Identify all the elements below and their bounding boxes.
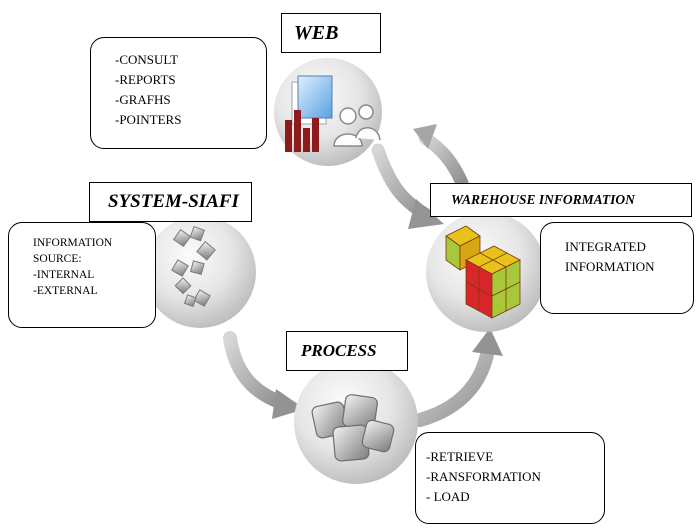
warehouse-note-box: INTEGRATED INFORMATION <box>540 222 694 314</box>
system-title: SYSTEM-SIAFI <box>108 191 239 212</box>
process-title-box: PROCESS <box>286 331 408 371</box>
cycle-arrows <box>223 124 503 427</box>
system-item-information: INFORMATION <box>33 237 113 249</box>
arrow-system-to-process <box>223 331 289 410</box>
warehouse-item-information: INFORMATION <box>565 259 655 274</box>
arrow-process-to-warehouse <box>413 343 495 427</box>
web-title: WEB <box>294 21 339 44</box>
web-item-graphs: -GRAFHS <box>115 92 171 107</box>
process-item-load: - LOAD <box>426 489 470 504</box>
web-note-box: -CONSULT -REPORTS -GRAFHS -POINTERS <box>90 37 267 149</box>
warehouse-sphere <box>426 212 546 332</box>
arrow-warehouse-to-web <box>418 131 469 190</box>
process-item-transformation: -RANSFORMATION <box>426 469 541 484</box>
web-report-people-icon <box>285 75 381 152</box>
process-note-box: -RETRIEVE -RANSFORMATION - LOAD <box>415 432 605 524</box>
web-item-reports: -REPORTS <box>115 72 176 87</box>
warehouse-item-integrated: INTEGRATED <box>565 239 646 254</box>
process-item-retrieve: -RETRIEVE <box>426 449 494 464</box>
warehouse-title: WAREHOUSE INFORMATION <box>451 192 635 207</box>
web-item-consult: -CONSULT <box>115 52 179 67</box>
system-sphere <box>144 216 256 328</box>
arrow-warehouse-to-web-head <box>413 124 437 149</box>
scattered-cubes-icon <box>171 225 216 308</box>
arrow-web-to-warehouse-head <box>408 199 444 229</box>
arrow-process-to-warehouse-head <box>472 328 503 356</box>
process-title: PROCESS <box>301 341 377 360</box>
system-item-internal: -INTERNAL <box>33 269 95 281</box>
web-sphere <box>274 58 382 166</box>
system-item-external: -EXTERNAL <box>33 285 98 297</box>
cube-stack-icon <box>311 394 395 462</box>
colored-cube-icon <box>445 225 521 319</box>
process-sphere <box>294 360 418 484</box>
system-title-box: SYSTEM-SIAFI <box>89 182 252 222</box>
system-item-source: SOURCE: <box>33 253 82 265</box>
web-item-pointers: -POINTERS <box>115 112 182 127</box>
web-title-box: WEB <box>281 13 381 53</box>
warehouse-title-box: WAREHOUSE INFORMATION <box>430 183 692 217</box>
system-note-box: INFORMATION SOURCE: -INTERNAL -EXTERNAL <box>8 222 156 328</box>
